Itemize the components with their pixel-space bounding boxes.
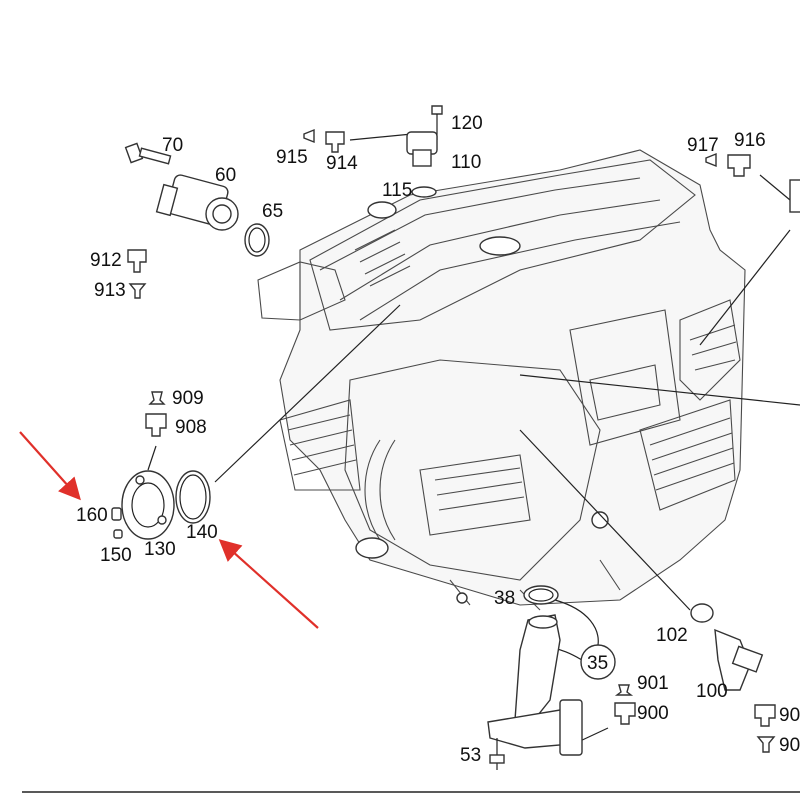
callout-160: 160 (76, 505, 108, 526)
callout-60: 60 (215, 165, 236, 186)
callout-38: 38 (494, 588, 515, 609)
callout-35: 35 (587, 653, 608, 674)
part-110-sensor (303, 105, 443, 198)
part-130-sensor-cover (111, 391, 211, 540)
annotation-arrow-140 (218, 539, 319, 629)
callout-70: 70 (162, 135, 183, 156)
callout-65: 65 (262, 201, 283, 222)
callout-115: 115 (382, 180, 412, 201)
callout-900: 900 (637, 703, 669, 724)
callout-917: 917 (687, 135, 719, 156)
connector-912-913 (127, 249, 147, 299)
annotation-arrow-160 (19, 431, 81, 501)
callout-90-lower: 90 (779, 735, 800, 756)
part-100-sensor (690, 603, 776, 753)
engine-block (257, 149, 746, 611)
callout-90-upper: 90 (779, 705, 800, 726)
callout-120: 120 (451, 113, 483, 134)
callout-130: 130 (144, 539, 176, 560)
callout-909: 909 (172, 388, 204, 409)
callout-913: 913 (94, 280, 126, 301)
callout-110: 110 (451, 152, 481, 173)
callout-150: 150 (100, 545, 132, 566)
part-35-pipe-assembly (487, 585, 636, 770)
callout-140: 140 (186, 522, 218, 543)
callout-53: 53 (460, 745, 481, 766)
connector-916-917 (705, 152, 800, 213)
callout-102: 102 (656, 625, 688, 646)
callout-912: 912 (90, 250, 122, 271)
callout-908: 908 (175, 417, 207, 438)
callout-914: 914 (326, 153, 358, 174)
callout-901: 901 (637, 673, 669, 694)
callout-916: 916 (734, 130, 766, 151)
part-60-camshaft-adjuster-magnet (124, 142, 270, 257)
callout-labels: 70 60 65 912 913 120 915 914 110 115 917… (76, 113, 800, 766)
callout-915: 915 (276, 147, 308, 168)
callout-100: 100 (696, 681, 728, 702)
annotation-arrows (19, 431, 319, 629)
